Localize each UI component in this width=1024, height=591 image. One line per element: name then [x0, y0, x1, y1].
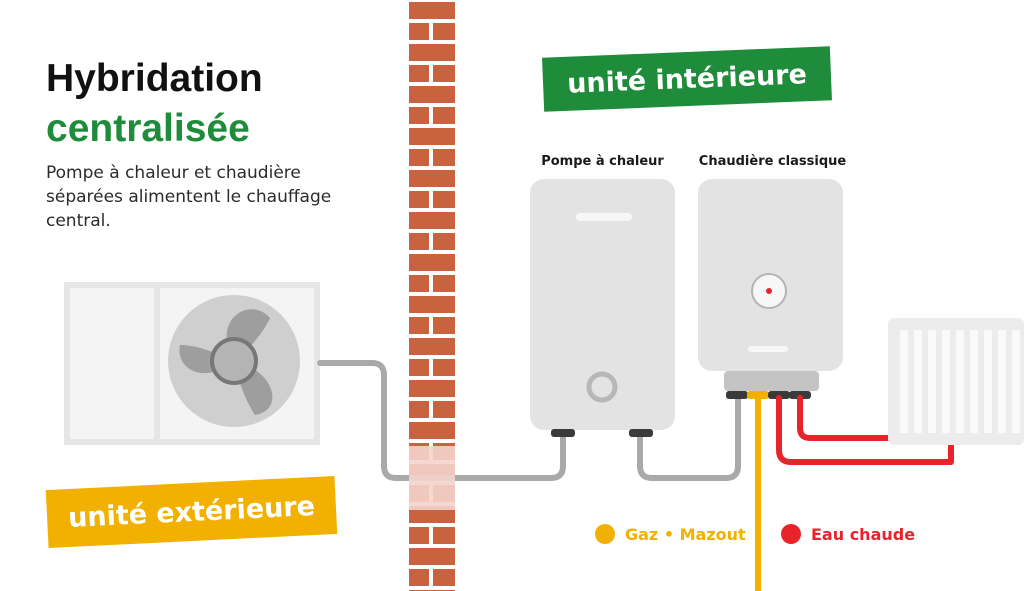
gas-dot-icon: [595, 524, 615, 544]
outdoor-unit: [64, 282, 320, 445]
pipes-red: [776, 395, 954, 465]
heat-pump-unit: [530, 179, 675, 437]
heat-pump-title: Pompe à chaleur: [541, 154, 664, 169]
title-line-2: centralisée: [46, 107, 250, 150]
legend-hot-water: Eau chaude: [781, 524, 915, 544]
indoor-label: unité intérieure: [542, 46, 832, 112]
wall-passage: [409, 446, 455, 510]
boiler-unit: [698, 179, 843, 399]
boiler-title: Chaudière classique: [698, 154, 847, 169]
legend-gas-label: Gaz • Mazout: [625, 524, 746, 544]
legend-hot-water-label: Eau chaude: [811, 524, 916, 544]
radiator: [888, 318, 1024, 445]
title-line-1: Hybridation: [46, 57, 263, 100]
description: Pompe à chaleur et chaudière séparées al…: [46, 163, 332, 231]
hot-water-dot-icon: [781, 524, 801, 544]
pipes-grey: [317, 360, 741, 481]
page-title: Hybridation centralisée: [46, 54, 263, 154]
legend-gas: Gaz • Mazout: [595, 524, 746, 544]
